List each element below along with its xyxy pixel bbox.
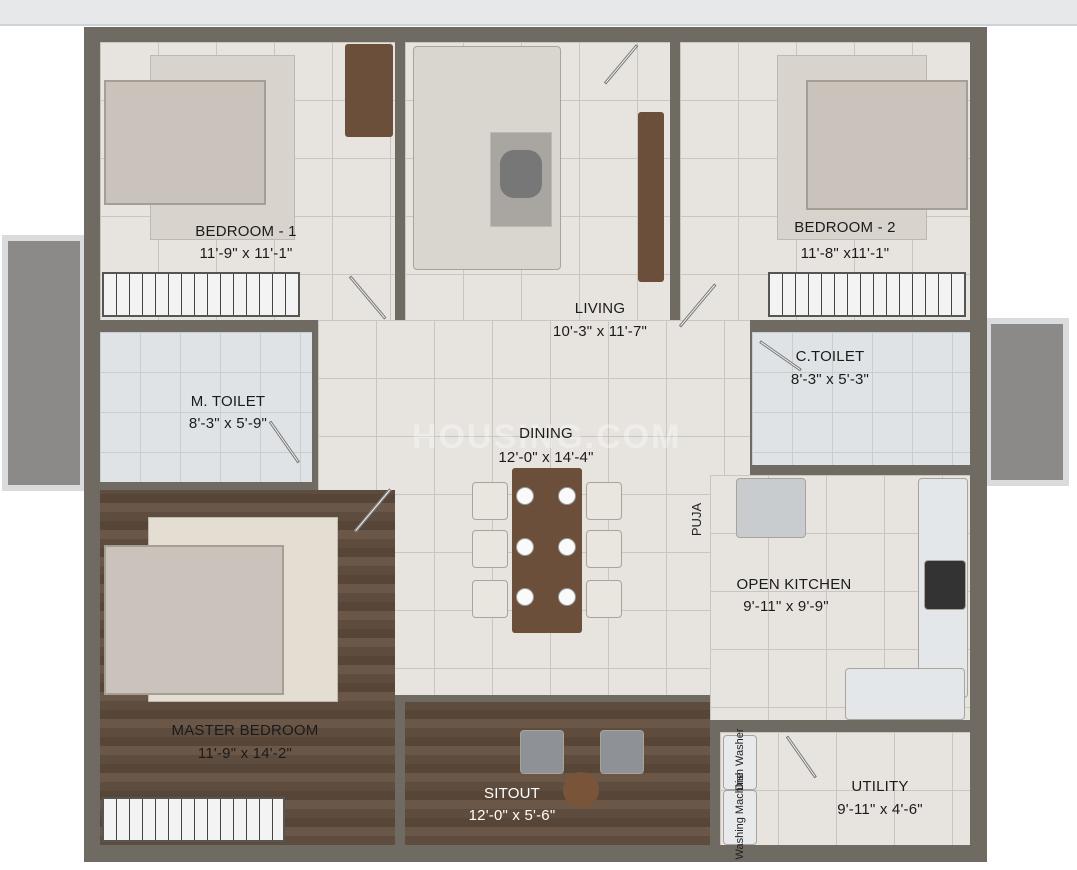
dining-chair bbox=[586, 530, 622, 568]
puja-label: PUJA bbox=[689, 502, 705, 537]
utility-label: UTILITY bbox=[851, 778, 909, 795]
open-kitchen-label: OPEN KITCHEN bbox=[736, 576, 852, 593]
dining-chair bbox=[472, 482, 508, 520]
bed bbox=[806, 80, 968, 210]
watermark: HOUSING.COM bbox=[412, 418, 682, 456]
common-toilet bbox=[752, 332, 970, 465]
plate bbox=[516, 538, 534, 556]
wardrobe bbox=[102, 797, 285, 842]
plate bbox=[516, 487, 534, 505]
puja-unit bbox=[736, 478, 806, 538]
tv-unit bbox=[638, 112, 664, 282]
desk bbox=[345, 44, 393, 137]
wardrobe bbox=[102, 272, 300, 317]
dining-size: 12'-0" x 14'-4" bbox=[498, 449, 594, 466]
bedroom-1-size: 11'-9" x 11'-1" bbox=[199, 245, 293, 262]
master-bedroom-label: MASTER BEDROOM bbox=[171, 722, 319, 739]
c-toilet-label: C.TOILET bbox=[795, 348, 865, 365]
sink-counter bbox=[845, 668, 965, 720]
dining-chair bbox=[586, 482, 622, 520]
coffee-table bbox=[500, 150, 542, 198]
living-label: LIVING bbox=[574, 300, 626, 317]
dish-washer bbox=[723, 735, 757, 790]
lounge-chair bbox=[520, 730, 564, 774]
bedroom-2-label: BEDROOM - 2 bbox=[794, 219, 896, 236]
master-toilet bbox=[100, 332, 312, 482]
c-toilet-size: 8'-3" x 5'-3" bbox=[790, 371, 870, 388]
dining-chair bbox=[586, 580, 622, 618]
right-balcony bbox=[985, 318, 1069, 486]
plate bbox=[558, 588, 576, 606]
utility-size: 9'-11" x 4'-6" bbox=[837, 801, 923, 818]
living-size: 10'-3" x 11'-7" bbox=[552, 323, 648, 340]
utility bbox=[720, 732, 970, 845]
dining-chair bbox=[472, 530, 508, 568]
wardrobe bbox=[768, 272, 966, 317]
dining-chair bbox=[472, 580, 508, 618]
sitout-label: SITOUT bbox=[484, 785, 540, 802]
bedroom-1-label: BEDROOM - 1 bbox=[195, 223, 297, 240]
side-table bbox=[563, 772, 599, 808]
sitout-size: 12'-0" x 5'-6" bbox=[468, 807, 556, 824]
left-balcony bbox=[2, 235, 86, 491]
bed bbox=[104, 80, 266, 205]
master-bedroom-size: 11'-9" x 14'-2" bbox=[197, 745, 293, 762]
plate bbox=[558, 538, 576, 556]
washing-machine-label: Washing Machine bbox=[734, 772, 746, 860]
cooktop bbox=[924, 560, 966, 610]
plate bbox=[516, 588, 534, 606]
dining-label: DINING bbox=[519, 425, 573, 442]
plate bbox=[558, 487, 576, 505]
m-toilet-size: 8'-3" x 5'-9" bbox=[188, 415, 268, 432]
top-boundary bbox=[0, 0, 1077, 26]
bed bbox=[104, 545, 284, 695]
lounge-chair bbox=[600, 730, 644, 774]
m-toilet-label: M. TOILET bbox=[190, 393, 266, 410]
bedroom-2-size: 11'-8" x11'-1" bbox=[800, 245, 890, 262]
washing-machine bbox=[723, 790, 757, 845]
open-kitchen-size: 9'-11" x 9'-9" bbox=[743, 598, 829, 615]
